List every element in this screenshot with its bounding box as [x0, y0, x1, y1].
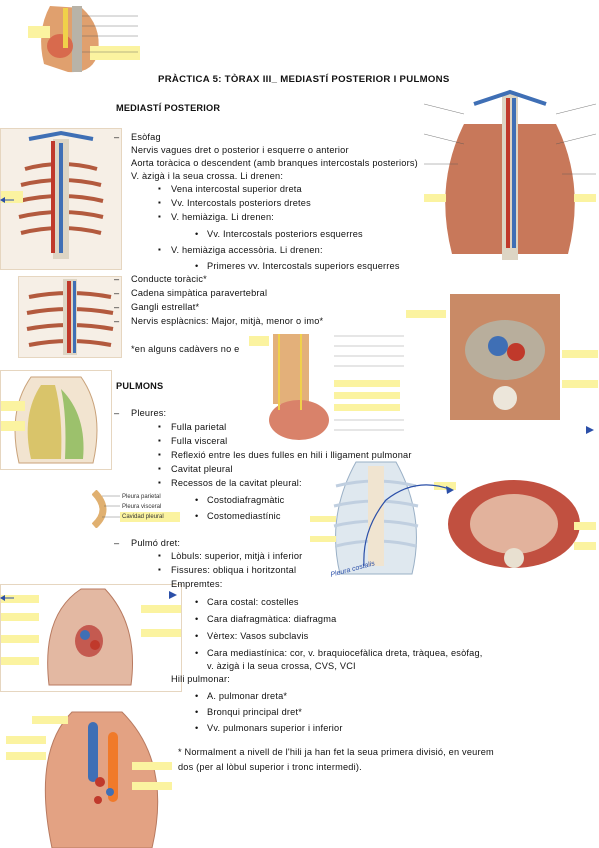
list-item: Reflexió entre les dues fulles en hili i… [158, 449, 412, 461]
list-item: Vena intercostal superior dreta [158, 183, 302, 195]
list-item: Esòfag [114, 131, 161, 143]
section-heading-mediastinum: MEDIASTÍ POSTERIOR [116, 103, 221, 113]
list-item: Recessos de la cavitat pleural: [158, 477, 302, 489]
list-item: Aorta toràcica o descendent (amb branque… [131, 158, 418, 168]
list-item: Cadena simpàtica paravertebral [114, 287, 267, 299]
posterior-thorax-figure [0, 128, 122, 270]
handwritten-arrow [363, 484, 454, 567]
list-item: V. hemiàziga. Li drenen: [158, 211, 274, 223]
list-item: Cara costal: costelles [195, 596, 299, 608]
list-item: Hili pulmonar: [171, 674, 230, 684]
cadaver-note: *en alguns cadàvers no e [131, 344, 240, 354]
lung-hilum-figure [2, 702, 180, 848]
footnote: dos (per al lòbul superior i tronc inter… [178, 762, 362, 772]
list-item: A. pulmonar dreta* [195, 690, 287, 702]
pleura-lung-figure [0, 370, 112, 470]
lung-medial-figure [0, 584, 182, 692]
list-item: Bronqui principal dret* [195, 706, 302, 718]
esophagus-labels [334, 330, 418, 440]
list-item: Nervis vagues dret o posterior i esquerr… [131, 145, 349, 155]
list-item: v. àzigà i la seua crossa, CVS, VCI [207, 661, 356, 671]
list-item: Costodiafragmàtic [195, 494, 284, 506]
footnote: * Normalment a nivell de l'hili ja han f… [178, 747, 494, 757]
list-item: Vèrtex: Vasos subclavis [195, 630, 308, 642]
mediastinum-posterior-view-figure [424, 84, 596, 270]
blue-arrow-icon [0, 197, 14, 203]
list-item: V. hemiàziga accessòria. Li drenen: [158, 244, 323, 256]
list-item: Fulla visceral [158, 435, 227, 447]
list-item: Primeres vv. Intercostals superiors esqu… [195, 260, 400, 272]
list-item: Gangli estrellat* [114, 301, 199, 313]
sagittal-mediastinum-figure [28, 2, 152, 76]
pleura-parietal-label: Pleura parietal [122, 494, 161, 500]
diaphragm-cross-section-figure [434, 462, 596, 582]
list-item: Conducte toràcic* [114, 273, 207, 285]
list-item: Pleures: [114, 407, 166, 419]
list-item: Vv. Intercostals posteriors dretes [158, 197, 311, 209]
thorax-cross-section-figure [406, 270, 598, 440]
list-item: V. àzigà i la seua crossa. Li drenen: [131, 171, 284, 181]
list-item: Fissures: obliqua i horitzontal [158, 564, 296, 576]
list-item: Lòbuls: superior, mitjà i inferior [158, 550, 302, 562]
section-heading-lungs: PULMONS [116, 381, 164, 391]
list-item: Vv. pulmonars superior i inferior [195, 722, 343, 734]
list-item: Cara diafragmàtica: diafragma [195, 613, 336, 625]
pleura-visceral-label: Pleura visceral [122, 504, 162, 510]
list-item: Pulmó dret: [114, 537, 180, 549]
list-item: Cara mediastínica: cor, v. braquiocefàli… [195, 647, 483, 659]
list-item: Nervis esplàcnics: Major, mitjà, menor o… [114, 315, 323, 327]
pleura-inset-figure [92, 490, 200, 528]
blue-arrow-icon [0, 595, 14, 601]
list-item: Vv. Intercostals posteriors esquerres [195, 228, 363, 240]
list-item: Cavitat pleural [158, 463, 233, 475]
page-title: PRÀCTICA 5: TÒRAX III_ MEDIASTÍ POSTERIO… [158, 74, 450, 85]
list-item: Fulla parietal [158, 421, 226, 433]
posterior-thorax-figure-2 [18, 276, 122, 358]
lungs-anterior-figure [306, 456, 446, 580]
esophagus-nerves-figure [249, 330, 333, 440]
list-item: Empremtes: [171, 579, 223, 589]
pleural-cavity-label: Cavidad pleural [122, 514, 164, 520]
list-item: Costomediastínic [195, 510, 281, 522]
